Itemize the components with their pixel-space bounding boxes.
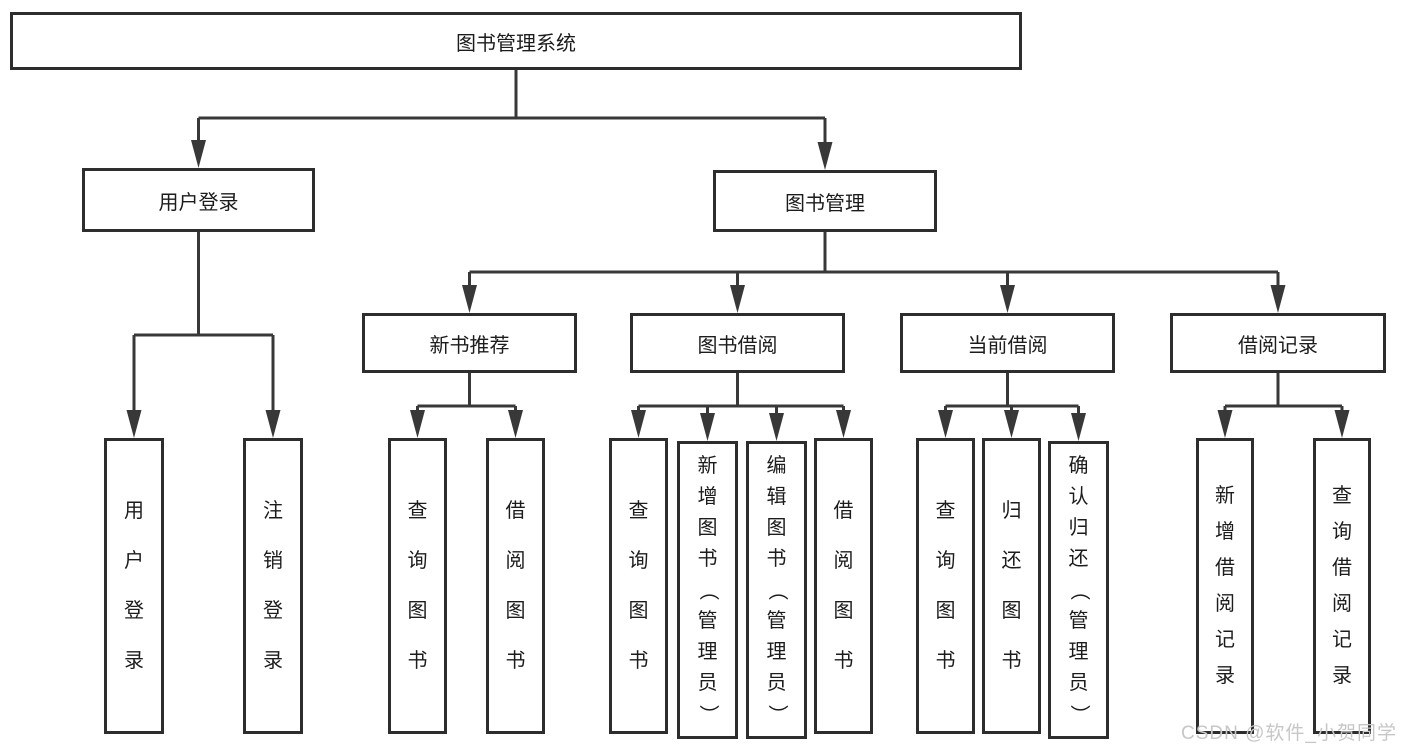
node-label-char: 用 xyxy=(124,500,144,522)
node-label-char: 阅 xyxy=(833,550,854,572)
node-label-char: 查 xyxy=(628,500,649,522)
node-label: 图书借阅 xyxy=(697,334,778,357)
node-label: 借阅记录 xyxy=(1238,334,1318,357)
node-label-char: 阅 xyxy=(1215,593,1235,615)
node-label-char: 书 xyxy=(766,547,787,570)
node-label-char: 借 xyxy=(1332,557,1352,579)
node-label-char: 阅 xyxy=(1332,593,1352,615)
node-label-char: 查 xyxy=(1332,485,1352,507)
node-label-char: 查 xyxy=(935,500,956,522)
node-label-char: 员 xyxy=(697,671,718,694)
node-label-char: 登 xyxy=(124,600,144,622)
node-borrow-records: 借阅记录 xyxy=(1170,313,1386,373)
node-leaf-user-login: 用户登录 xyxy=(104,438,164,734)
node-label-char: 图 xyxy=(697,516,718,539)
node-label-char: 阅 xyxy=(505,550,526,572)
node-label-char: 辑 xyxy=(766,485,787,508)
node-leaf-query-book-2: 查询图书 xyxy=(609,438,668,734)
node-label-char: 书 xyxy=(935,650,956,672)
node-user-login: 用户登录 xyxy=(82,168,315,232)
node-label: 当前借阅 xyxy=(967,334,1048,357)
node-label-char: 增 xyxy=(1215,521,1235,543)
node-label-char: 管 xyxy=(1068,609,1089,632)
node-label-char: 新 xyxy=(1215,485,1235,507)
node-label-char: 增 xyxy=(697,485,718,508)
node-label-char: 书 xyxy=(697,547,718,570)
node-label-char: 图 xyxy=(628,600,649,622)
node-label-char: 理 xyxy=(697,640,718,663)
node-label-char: 确 xyxy=(1068,454,1089,477)
node-label-char: 录 xyxy=(1332,665,1352,687)
node-label: 图书管理系统 xyxy=(456,32,576,55)
node-label-char: 询 xyxy=(1332,521,1352,543)
node-label-char: 图 xyxy=(766,516,787,539)
node-label-char: ） xyxy=(766,704,788,724)
node-current-borrow: 当前借阅 xyxy=(900,313,1115,373)
node-label-char: 查 xyxy=(407,500,428,522)
node-leaf-edit-book: 编辑图书 （ 管理员 ） xyxy=(746,441,807,739)
node-label: 用户登录 xyxy=(158,191,239,214)
node-leaf-confirm-return: 确认归还 （ 管理员 ） xyxy=(1048,441,1109,739)
node-book-mgmt: 图书管理 xyxy=(713,170,937,232)
node-label-char: 管 xyxy=(697,609,718,632)
node-label-char: 书 xyxy=(1001,650,1022,672)
node-label-char: 编 xyxy=(766,454,787,477)
node-label-char: 借 xyxy=(1215,557,1235,579)
node-leaf-add-record: 新增借阅记录 xyxy=(1196,438,1254,734)
node-label-char: 图 xyxy=(833,600,854,622)
node-label-char: 录 xyxy=(263,650,283,672)
node-label-char: 询 xyxy=(935,550,956,572)
node-leaf-borrow-book-2: 借阅图书 xyxy=(814,438,873,734)
node-label-char: （ xyxy=(697,580,719,600)
node-leaf-return-book: 归还图书 xyxy=(982,438,1041,734)
node-label-char: 询 xyxy=(628,550,649,572)
node-label-char: 员 xyxy=(766,671,787,694)
node-leaf-query-book-1: 查询图书 xyxy=(388,438,447,734)
node-label-char: 图 xyxy=(505,600,526,622)
node-label-char: 注 xyxy=(263,500,283,522)
node-label-char: 新 xyxy=(697,454,718,477)
node-leaf-logout: 注销登录 xyxy=(243,438,303,734)
node-label-char: ） xyxy=(1068,704,1090,724)
node-book-borrow: 图书借阅 xyxy=(630,313,845,373)
node-label-char: 书 xyxy=(407,650,428,672)
node-label-char: （ xyxy=(1068,580,1090,600)
node-label-char: 书 xyxy=(833,650,854,672)
node-label-char: 录 xyxy=(124,650,144,672)
node-label-char: 记 xyxy=(1332,629,1352,651)
node-label-char: 理 xyxy=(1068,640,1089,663)
node-root: 图书管理系统 xyxy=(10,12,1022,70)
node-label-char: 还 xyxy=(1068,547,1089,570)
node-label-char: 管 xyxy=(766,609,787,632)
node-label: 图书管理 xyxy=(785,192,865,215)
node-label-char: 图 xyxy=(1001,600,1022,622)
node-label-char: 认 xyxy=(1068,485,1089,508)
node-label-char: 书 xyxy=(505,650,526,672)
node-label-char: 图 xyxy=(935,600,956,622)
node-leaf-query-record: 查询借阅记录 xyxy=(1313,438,1371,734)
node-leaf-query-book-3: 查询图书 xyxy=(916,438,975,734)
node-label-char: 归 xyxy=(1068,516,1089,539)
node-label-char: 借 xyxy=(505,500,526,522)
node-label-char: 登 xyxy=(263,600,283,622)
node-label-char: 图 xyxy=(407,600,428,622)
node-label-char: 还 xyxy=(1001,550,1022,572)
node-leaf-add-book: 新增图书 （ 管理员 ） xyxy=(677,441,738,739)
node-label-char: 理 xyxy=(766,640,787,663)
node-label-char: 记 xyxy=(1215,629,1235,651)
node-label: 新书推荐 xyxy=(429,334,510,357)
node-leaf-borrow-book-1: 借阅图书 xyxy=(486,438,545,734)
node-label-char: 书 xyxy=(628,650,649,672)
node-label-char: 录 xyxy=(1215,665,1235,687)
node-label-char: 销 xyxy=(263,550,283,572)
watermark: CSDN @软件_小贺同学 xyxy=(1181,723,1397,744)
node-label-char: 户 xyxy=(124,550,144,572)
node-label-char: 询 xyxy=(407,550,428,572)
node-label-char: 员 xyxy=(1068,671,1089,694)
node-label-char: 借 xyxy=(833,500,854,522)
node-new-book-rec: 新书推荐 xyxy=(362,313,577,373)
node-label-char: 归 xyxy=(1001,500,1022,522)
node-label-char: ） xyxy=(697,704,719,724)
node-label-char: （ xyxy=(766,580,788,600)
